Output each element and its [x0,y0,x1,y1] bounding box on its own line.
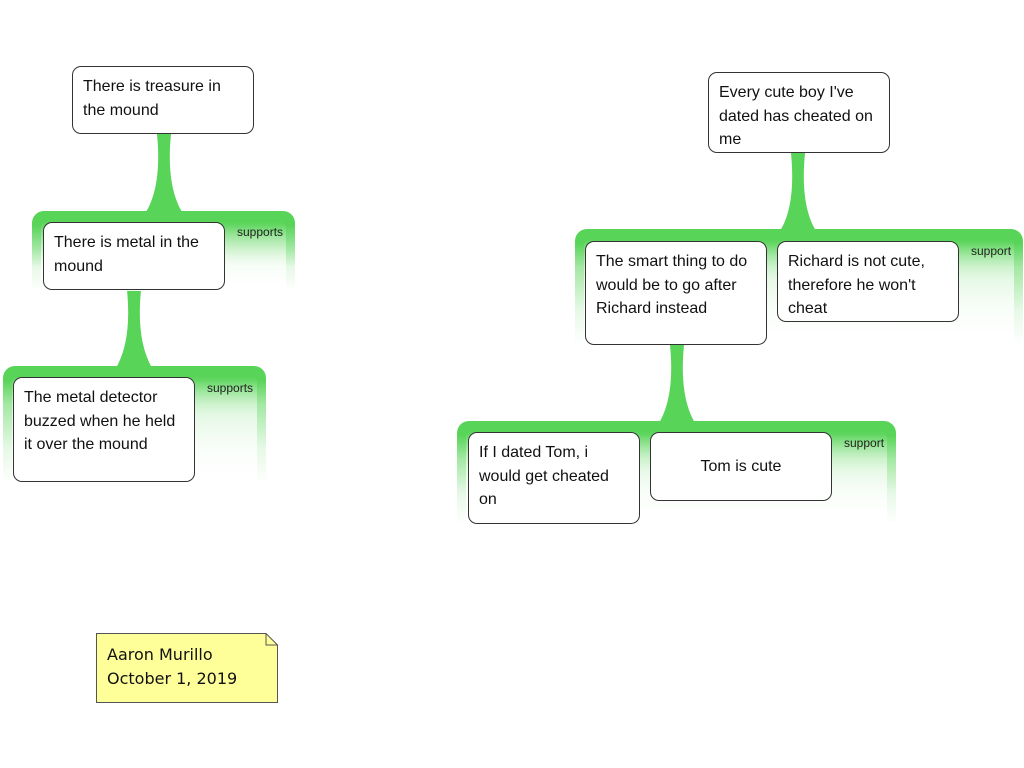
support-label: support [844,436,885,450]
reason-node[interactable]: There is metal in the mound [43,222,225,290]
evidence-node[interactable]: The metal detector buzzed when he held i… [13,377,195,482]
note-date: October 1, 2019 [107,669,238,688]
supports-label: supports [207,381,254,395]
claim-node[interactable]: There is treasure in the mound [72,66,254,134]
supports-label: supports [237,225,284,239]
reason-node[interactable]: Richard is not cute, therefore he won't … [777,241,959,322]
connector-stem [116,290,152,368]
support-label: support [971,244,1012,258]
evidence-node[interactable]: Tom is cute [650,432,832,501]
connector-stem [780,153,816,231]
sticky-note[interactable]: Aaron Murillo October 1, 2019 [96,633,278,703]
reason-node[interactable]: The smart thing to do would be to go aft… [585,241,767,345]
evidence-node[interactable]: If I dated Tom, i would get cheated on [468,432,640,524]
sticky-note-shape [96,633,278,703]
claim-node[interactable]: Every cute boy I've dated has cheated on… [708,72,890,153]
note-author: Aaron Murillo [107,645,213,664]
connector-stem [146,134,182,212]
connector-stem [659,345,695,423]
